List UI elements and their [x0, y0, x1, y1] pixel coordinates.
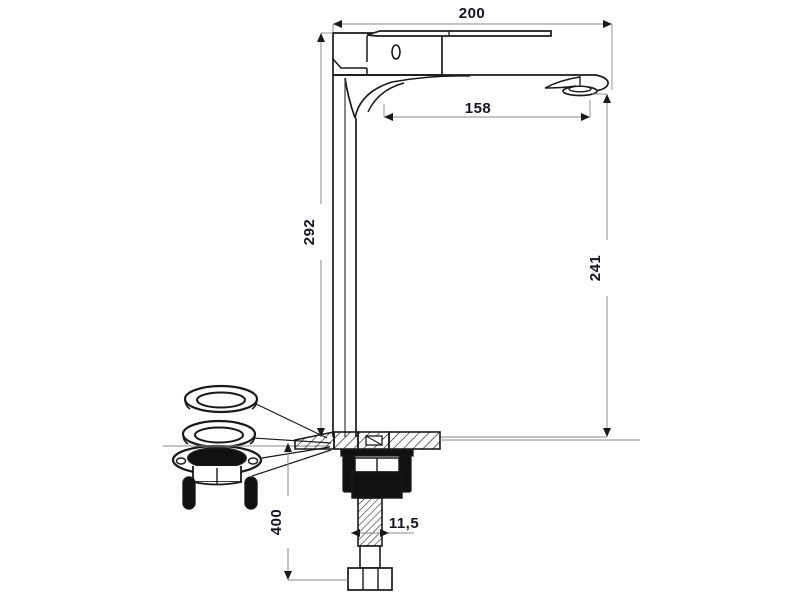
label-bg-11-5 — [384, 514, 426, 531]
aerator-inner-ring — [568, 85, 592, 93]
dim-label-400: 400 — [268, 509, 285, 536]
threaded-shank — [347, 497, 393, 591]
spout-nose — [592, 74, 609, 92]
flange-bore — [187, 447, 247, 469]
dimension-overall-width: 200 — [332, 4, 613, 90]
gasket-upper-thick-l — [184, 398, 191, 410]
exploded-mounting-parts — [163, 384, 332, 510]
mounting-bolt-right — [244, 476, 258, 510]
flange-bolt-hole-left — [175, 457, 187, 465]
tap-body-column — [332, 75, 357, 437]
dim-label-292: 292 — [301, 219, 318, 246]
shank-threaded-section — [357, 497, 383, 547]
spout-nose-swoosh — [544, 76, 581, 89]
bolt-right-shaft — [244, 476, 258, 510]
dim-label-241: 241 — [587, 255, 604, 282]
label-bg-400 — [271, 496, 289, 548]
leader-upper-gasket — [253, 402, 328, 439]
mounting-flange — [171, 444, 263, 486]
dimension-spout-height: 241 — [440, 93, 611, 438]
gasket-lower-thick-r — [249, 433, 256, 445]
flange-bolt-hole-right — [247, 457, 259, 465]
dimension-spout-reach: 158 — [383, 99, 591, 121]
body-chamfer — [332, 58, 367, 69]
spout-swoosh-upper — [354, 75, 471, 119]
bolt-left-shaft — [182, 476, 196, 510]
label-bg-200 — [440, 4, 504, 22]
cartridge-detail-icon — [391, 44, 401, 60]
dim-label-11-5: 11,5 — [389, 515, 419, 532]
label-bg-158 — [450, 99, 506, 116]
clamp-block — [351, 471, 403, 499]
dimension-thread-diameter: 11,5 — [351, 514, 426, 537]
upper-gasket-ring — [183, 384, 259, 414]
spout-swoosh-lower — [367, 82, 405, 113]
gasket-upper-thick-r — [251, 398, 258, 410]
dimension-hose-length: 400 — [268, 443, 348, 581]
gasket-lower-thick-l — [182, 433, 189, 445]
shank-plain-section — [359, 545, 381, 569]
countertop-section — [294, 431, 640, 450]
gasket-upper-inner — [196, 391, 246, 409]
label-bg-241 — [590, 240, 608, 296]
clamp-washer-plate — [340, 449, 414, 457]
spout-underside-left — [344, 77, 356, 119]
deck-bore-hatch — [365, 435, 383, 446]
spout-assembly — [333, 74, 609, 119]
tap-body-upper — [332, 30, 552, 76]
gasket-lower-inner — [194, 426, 244, 444]
leader-bolts — [251, 449, 332, 477]
lower-gasket-ring — [181, 419, 257, 449]
dim-label-200: 200 — [459, 5, 486, 22]
dim-label-158: 158 — [465, 100, 492, 117]
label-bg-292 — [304, 204, 322, 260]
mounting-bolt-left — [182, 476, 196, 510]
dimension-overall-height: 292 — [301, 32, 333, 437]
hex-nut — [347, 567, 393, 591]
deck-seg-1 — [333, 431, 359, 450]
lever-handle[interactable] — [366, 30, 552, 37]
deck-left-wedge — [294, 431, 335, 450]
deck-seg-3 — [388, 431, 441, 450]
clamp-assembly — [340, 449, 414, 499]
